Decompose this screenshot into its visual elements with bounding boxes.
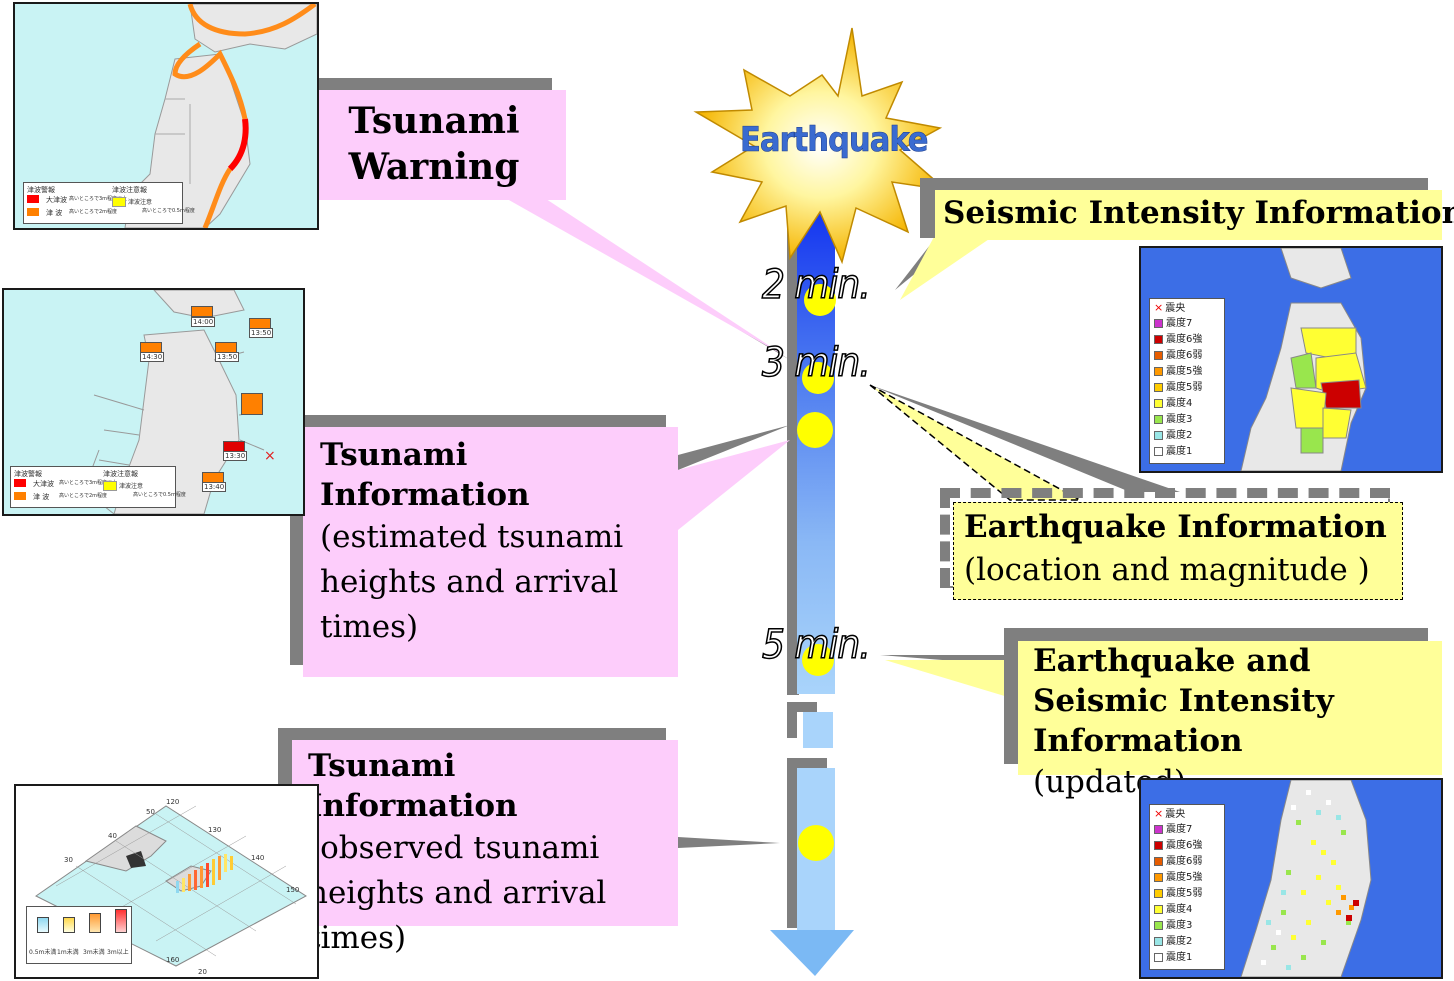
tsunami-observed-map-legend: 0.5m未満 1m未満 3m未満 3m以上	[26, 906, 132, 964]
earthquake-seismic-box: Earthquake and Seismic Intensity Informa…	[1018, 641, 1442, 800]
estimated-time-tag: 13:40	[202, 482, 227, 492]
estimated-time-tag: 13:50	[249, 328, 274, 338]
estimated-time-tag: 13:30	[223, 451, 248, 461]
seismic-intensity-station-legend: ×震央 震度7 震度6強 震度6弱 震度5強 震度5弱 震度4 震度3 震度2 …	[1149, 804, 1225, 970]
tsunami-observed-title: Tsunami Information	[308, 748, 518, 824]
tsunami-warning-line2: Warning	[348, 146, 520, 188]
seismic-intensity-legend: ×震央 震度7 震度6強 震度6弱 震度5強 震度5弱 震度4 震度3 震度2 …	[1149, 298, 1225, 464]
tsunami-observed-box: Tsunami Information (observed tsunami he…	[292, 740, 678, 956]
tsunami-warning-map: 津波警報 大津波 高いところで3m程度以上 津 波 高いところで2m程度 津波注…	[13, 2, 319, 230]
timeline-arrow-head	[770, 930, 854, 976]
timeline-bar-shadow	[787, 190, 799, 695]
earthquake-info-title: Earthquake Information	[964, 509, 1387, 545]
earthquake-seismic-pointer	[885, 660, 1018, 700]
earthquake-info-pointer	[869, 384, 1081, 501]
estimated-time-tag: 14:30	[140, 352, 165, 362]
tsunami-warning-pointer	[500, 195, 785, 356]
earthquake-burst-icon	[693, 27, 949, 265]
svg-text:×: ×	[264, 448, 276, 464]
timeline-dot-tsunami-observed	[798, 825, 834, 861]
time-label-2min: 2 min.	[761, 261, 871, 309]
timeline-dot-tsunami-estimate	[797, 412, 833, 448]
timeline-dot-5min	[802, 644, 834, 676]
tsunami-estimated-box: Tsunami Information (estimated tsunami h…	[303, 427, 678, 677]
tsunami-estimated-map-legend: 津波警報 大津波 高いところで3m程度以上 津 波 高いところで2m程度 津波注…	[10, 466, 186, 508]
tsunami-estimated-map: × 14:00 13:50 14:30 13:50 13:30 13:40 津波…	[2, 288, 305, 516]
earthquake-info-body: (location and magnitude )	[964, 552, 1370, 588]
seismic-intensity-pointer	[900, 235, 995, 300]
time-label-3min: 3 min.	[761, 339, 871, 387]
tsunami-observed-map: 120 130 140 150 160 20 30 40 50 0.5m未満 1…	[14, 784, 319, 979]
estimated-time-tag: 13:50	[215, 352, 240, 362]
earthquake-label: Earthquake	[740, 120, 929, 161]
station-dots	[1240, 780, 1372, 977]
earthquake-info-box: Earthquake Information (location and mag…	[953, 502, 1403, 600]
tsunami-warning-map-legend: 津波警報 大津波 高いところで3m程度以上 津 波 高いところで2m程度 津波注…	[23, 182, 195, 224]
seismic-intensity-title: Seismic Intensity Information	[943, 195, 1454, 231]
time-label-5min: 5 min.	[761, 621, 871, 669]
estimated-time-tag: 14:00	[191, 317, 216, 327]
tsunami-observed-pointer	[678, 837, 780, 848]
timeline-dot-3min	[802, 362, 834, 394]
earthquake-seismic-title: Earthquake and Seismic Intensity Informa…	[1033, 643, 1334, 759]
seismic-intensity-box: Seismic Intensity Information	[935, 190, 1454, 240]
tsunami-estimated-pointer	[678, 440, 790, 530]
seismic-intensity-map: ×震央 震度7 震度6強 震度6弱 震度5強 震度5弱 震度4 震度3 震度2 …	[1139, 246, 1443, 473]
tsunami-observed-body: (observed tsunami heights and arrival ti…	[308, 830, 607, 956]
tsunami-warning-box: Tsunami Warning	[302, 90, 566, 200]
tsunami-estimated-title: Tsunami Information	[320, 437, 530, 513]
tsunami-warning-line1: Tsunami	[348, 100, 520, 142]
timeline-bar-gap-segment	[803, 712, 833, 748]
timeline-dot-2min	[804, 284, 836, 316]
tsunami-estimated-body: (estimated tsunami heights and arrival t…	[320, 519, 624, 645]
seismic-intensity-station-map: ×震央 震度7 震度6強 震度6弱 震度5強 震度5弱 震度4 震度3 震度2 …	[1139, 778, 1443, 979]
